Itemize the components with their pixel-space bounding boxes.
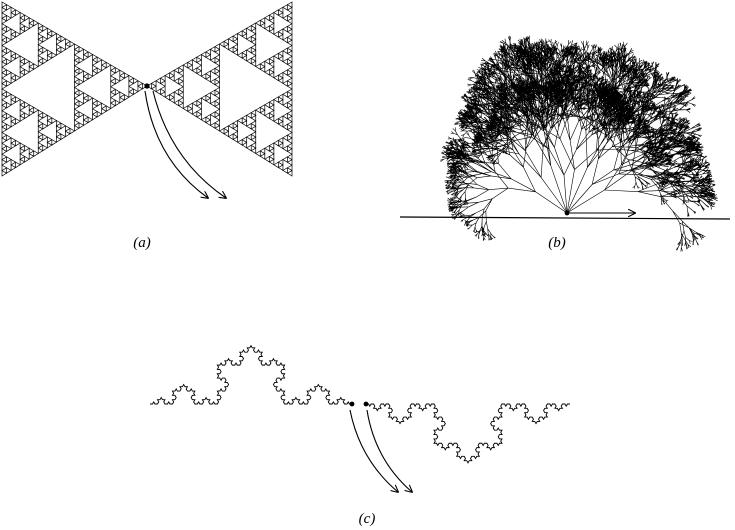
ground-line bbox=[400, 217, 730, 219]
panel-a: (a) bbox=[2, 2, 292, 251]
caption-a: (a) bbox=[133, 235, 151, 251]
fractal-tree bbox=[440, 36, 718, 252]
caption-b: (b) bbox=[548, 235, 566, 251]
sierpinski-left bbox=[2, 2, 147, 176]
koch-curve-right bbox=[366, 404, 570, 463]
contact-point-c-right bbox=[364, 402, 369, 407]
panel-b: (b) bbox=[400, 36, 730, 252]
arrow-c-2 bbox=[367, 410, 412, 492]
contact-point-c-left bbox=[350, 402, 355, 407]
sierpinski-right bbox=[147, 2, 292, 176]
panel-c: (c) bbox=[150, 346, 570, 527]
koch-curve-left bbox=[150, 346, 352, 404]
arrow-c-1 bbox=[350, 410, 398, 492]
contact-point-a bbox=[144, 83, 149, 88]
caption-c: (c) bbox=[359, 511, 376, 527]
